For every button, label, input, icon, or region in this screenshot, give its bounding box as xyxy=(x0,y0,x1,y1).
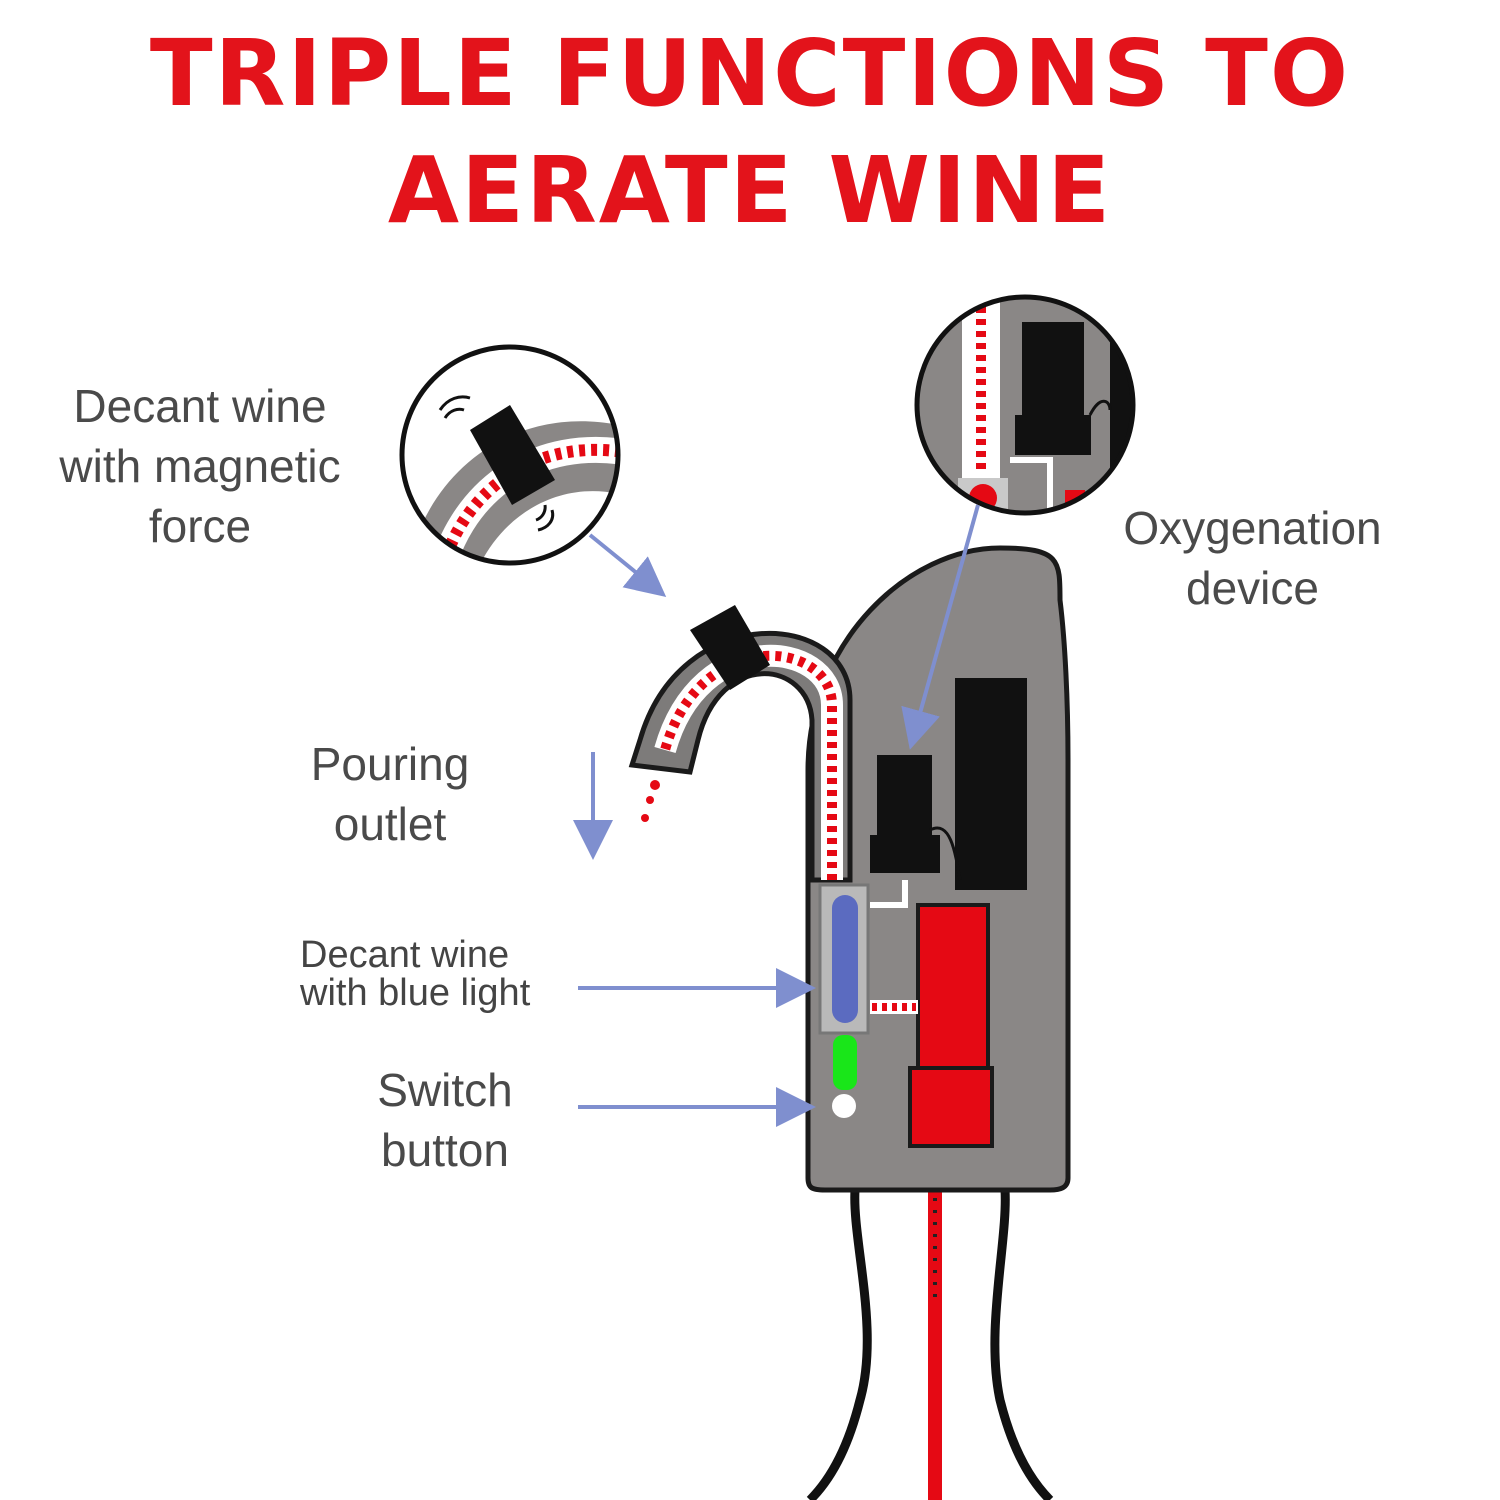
green-indicator xyxy=(833,1035,857,1090)
magnetic-force-label: Decant wine with magnetic force xyxy=(59,380,341,552)
wine-bottle xyxy=(806,1150,1054,1500)
title-line-2: AERATE WINE xyxy=(387,137,1113,244)
oxygenation-detail-circle xyxy=(914,294,1136,516)
pump-unit xyxy=(870,903,994,1148)
blue-light xyxy=(818,883,870,1035)
arrow-oxygenation xyxy=(901,504,980,750)
arrow-magnetic xyxy=(588,533,667,598)
oxygenation-device xyxy=(870,678,1027,908)
title-line-1: TRIPLE FUNCTIONS TO xyxy=(149,20,1351,127)
oxygenation-label: Oxygenation device xyxy=(1123,502,1382,614)
switch-button-label: Switch button xyxy=(377,1064,513,1176)
blue-light-label: Decant wine with blue light xyxy=(300,934,531,1014)
magnetic-detail-circle xyxy=(399,344,621,566)
pouring-outlet-label: Pouring outlet xyxy=(310,738,470,850)
switch-button[interactable] xyxy=(832,1094,856,1118)
pointer-arrows xyxy=(573,504,980,1127)
